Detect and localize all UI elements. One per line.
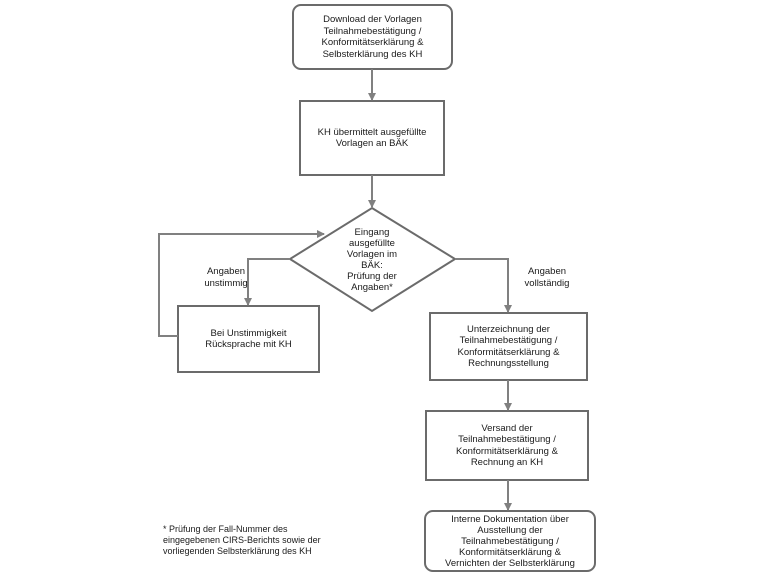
connector-decision-to-signing — [455, 258, 512, 313]
signing-box — [429, 312, 588, 381]
dispatch-text: Versand der Teilnahmebestätigung / Konfo… — [456, 422, 558, 469]
download-text: Download der Vorlagen Teilnahmebestätigu… — [321, 14, 424, 60]
connector-decision-to-inconsistency — [244, 258, 290, 306]
footnote: * Prüfung der Fall-Nummer des eingegeben… — [163, 524, 321, 556]
edge-label-inconsistent: Angaben unstimmig — [204, 266, 248, 289]
transmit-text: KH übermittelt ausgefüllte Vorlagen an B… — [317, 126, 427, 150]
documentation-text: Interne Dokumentation über Ausstellung d… — [445, 513, 575, 569]
inconsistency-text: Bei Unstimmigkeit Rücksprache mit KH — [205, 327, 292, 351]
decision-diamond — [288, 206, 457, 313]
connector-inconsistency-loop-back — [158, 230, 325, 337]
decision-text: Eingang ausgefüllte Vorlagen im BÄK: Prü… — [346, 227, 398, 293]
transmit-box — [299, 100, 445, 176]
edge-label-complete: Angaben vollständig — [524, 266, 570, 289]
inconsistency-box — [177, 305, 320, 373]
signing-text: Unterzeichnung der Teilnahmebestätigung … — [457, 323, 560, 370]
dispatch-box — [425, 410, 589, 481]
documentation-box — [424, 510, 596, 572]
